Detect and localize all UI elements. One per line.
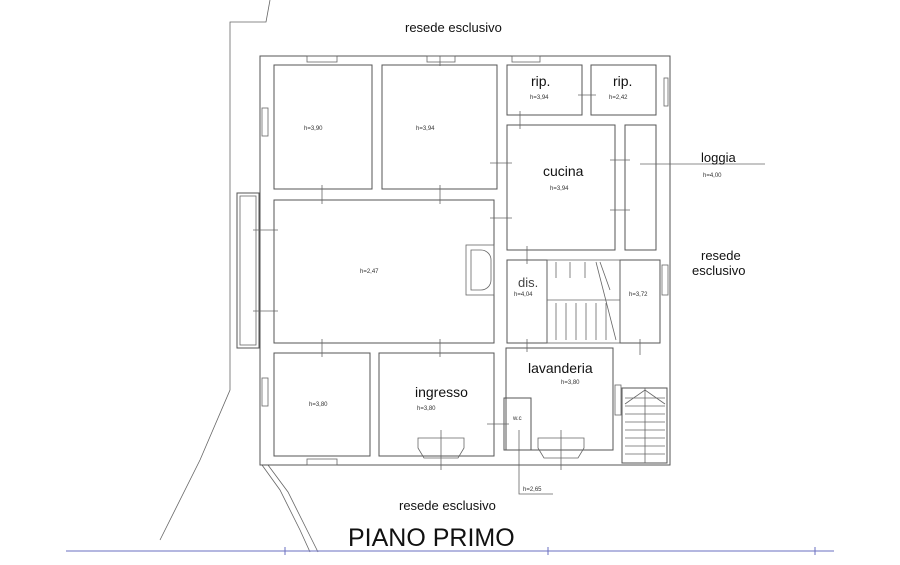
staircase xyxy=(546,259,621,344)
height-room-n: h=3,94 xyxy=(416,126,435,132)
height-ingresso: h=3,80 xyxy=(417,406,436,412)
height-lavanderia: h=3,80 xyxy=(561,380,580,386)
height-cucina: h=3,94 xyxy=(550,186,569,192)
balcony xyxy=(236,192,260,349)
height-wc: h=2,65 xyxy=(523,487,542,493)
plan-title: PIANO PRIMO xyxy=(348,524,515,552)
room-name-wc: w.c xyxy=(513,416,522,422)
basin-lavanderia xyxy=(537,437,585,459)
room-name-rip-2: rip. xyxy=(613,73,633,89)
room-name-rip-1: rip. xyxy=(531,73,551,89)
property-boundary xyxy=(159,0,319,553)
door-marks xyxy=(253,56,641,425)
height-room-e: h=3,72 xyxy=(629,292,648,298)
room-name-lavanderia: lavanderia xyxy=(528,360,593,376)
height-loggia: h=4,00 xyxy=(703,173,722,179)
room-name-dis: dis. xyxy=(518,275,539,290)
label-right-resede-2: esclusivo xyxy=(692,263,746,278)
basin-ingresso xyxy=(417,437,465,459)
staircase-lower xyxy=(624,388,666,463)
outer-walls xyxy=(259,55,671,466)
label-right-resede-1: resede xyxy=(701,248,741,263)
height-salone: h=2,47 xyxy=(360,269,379,275)
label-top-resede: resede esclusivo xyxy=(405,20,502,35)
height-rip-2: h=2,42 xyxy=(609,95,628,101)
height-dis: h=4,04 xyxy=(514,292,533,298)
room-name-loggia: loggia xyxy=(701,150,736,165)
room-name-cucina: cucina xyxy=(543,163,584,179)
room-walls xyxy=(273,64,668,464)
height-room-sw: h=3,80 xyxy=(309,402,328,408)
label-bottom-resede: resede esclusivo xyxy=(399,498,496,513)
room-name-ingresso: ingresso xyxy=(415,384,468,400)
height-room-nw: h=3,90 xyxy=(304,126,323,132)
windows xyxy=(261,55,669,466)
height-rip-1: h=3,94 xyxy=(530,95,549,101)
